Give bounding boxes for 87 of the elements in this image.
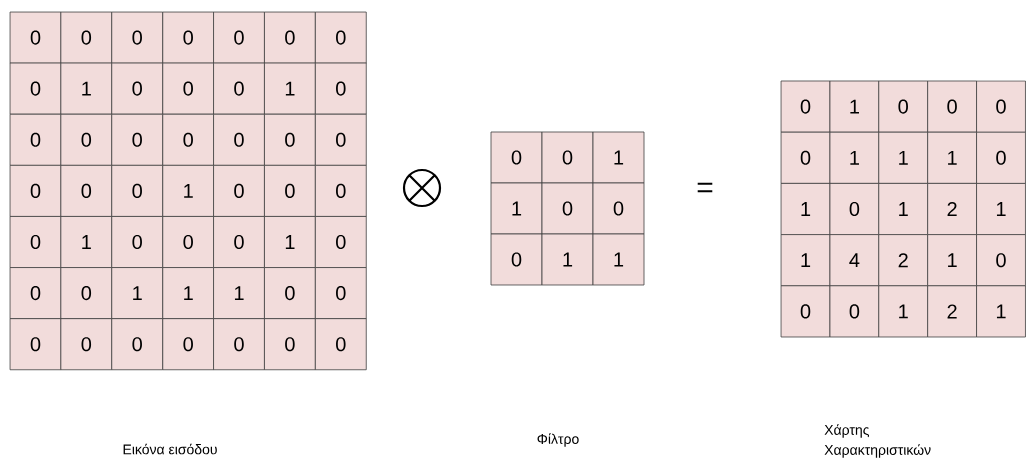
table-cell: 1 xyxy=(60,216,113,268)
table-cell: 2 xyxy=(927,285,977,338)
table-cell: 0 xyxy=(976,131,1026,184)
table-cell: 0 xyxy=(490,233,543,286)
table-cell: 1 xyxy=(213,267,265,320)
table-cell: 0 xyxy=(780,80,831,133)
table-cell: 0 xyxy=(162,113,215,166)
table-cell: 1 xyxy=(592,131,645,184)
table-cell: 4 xyxy=(829,234,880,287)
table-cell: 1 xyxy=(162,164,215,217)
caption: Χάρτης Χαρακτηριστικών xyxy=(824,424,931,458)
table-cell: 0 xyxy=(111,11,164,64)
table-cell: 0 xyxy=(314,318,367,371)
table-cell: 0 xyxy=(780,131,831,184)
table-cell: 0 xyxy=(60,267,113,320)
caption: Φίλτρο xyxy=(537,433,579,447)
table-cell: 0 xyxy=(213,113,265,166)
equals-sign: = xyxy=(697,182,713,193)
table-cell: 0 xyxy=(111,164,164,217)
table-cell: 0 xyxy=(314,164,367,217)
table-cell: 0 xyxy=(9,164,62,217)
table-cell: 0 xyxy=(111,216,164,268)
table-cell: 0 xyxy=(162,216,215,268)
table-cell: 1 xyxy=(162,267,215,320)
table-cell: 0 xyxy=(162,318,215,371)
table-cell: 0 xyxy=(9,11,62,64)
table-cell: 0 xyxy=(976,234,1026,287)
table-cell: 1 xyxy=(976,285,1026,338)
table-cell: 0 xyxy=(60,11,113,64)
table-cell: 0 xyxy=(878,80,929,133)
table-cell: 0 xyxy=(541,182,594,235)
table-cell: 0 xyxy=(111,318,164,371)
table-cell: 0 xyxy=(314,113,367,166)
table-cell: 1 xyxy=(264,216,316,268)
table-cell: 0 xyxy=(829,285,880,338)
table-cell: 1 xyxy=(976,183,1026,235)
table-cell: 0 xyxy=(9,216,62,268)
table-cell: 0 xyxy=(162,62,215,115)
table-cell: 1 xyxy=(541,233,594,286)
table-cell: 0 xyxy=(314,267,367,320)
table-cell: 0 xyxy=(213,62,265,115)
table-cell: 2 xyxy=(927,183,977,235)
table-cell: 0 xyxy=(213,216,265,268)
table-cell: 0 xyxy=(213,11,265,64)
caption: Εικόνα εισόδου xyxy=(123,443,217,455)
table-cell: 0 xyxy=(213,318,265,371)
table-cell: 0 xyxy=(111,62,164,115)
table-cell: 1 xyxy=(927,131,977,184)
table-cell: 1 xyxy=(829,131,880,184)
table-cell: 0 xyxy=(60,164,113,217)
table-cell: 0 xyxy=(264,267,316,320)
table-cell: 1 xyxy=(878,183,929,235)
table-cell: 0 xyxy=(60,318,113,371)
table-cell: 0 xyxy=(314,216,367,268)
table-cell: 1 xyxy=(878,131,929,184)
table-cell: 0 xyxy=(9,62,62,115)
table-cell: 0 xyxy=(541,131,594,184)
table-cell: 1 xyxy=(592,233,645,286)
table-cell: 0 xyxy=(9,113,62,166)
table-cell: 0 xyxy=(111,113,164,166)
table-cell: 1 xyxy=(829,80,880,133)
table-cell: 0 xyxy=(314,62,367,115)
table-cell: 0 xyxy=(592,182,645,235)
table-cell: 0 xyxy=(264,164,316,217)
table-cell: 2 xyxy=(878,234,929,287)
table-cell: 0 xyxy=(264,318,316,371)
table-cell: 1 xyxy=(780,183,831,235)
table-cell: 0 xyxy=(829,183,880,235)
table-cell: 1 xyxy=(878,285,929,338)
table-cell: 0 xyxy=(927,80,977,133)
table-cell: 0 xyxy=(976,80,1026,133)
table-cell: 1 xyxy=(60,62,113,115)
table-cell: 0 xyxy=(213,164,265,217)
table-cell: 1 xyxy=(111,267,164,320)
table-cell: 1 xyxy=(927,234,977,287)
table-cell: 1 xyxy=(490,182,543,235)
table-cell: 0 xyxy=(9,318,62,371)
table-cell: 1 xyxy=(264,62,316,115)
table-cell: 0 xyxy=(162,11,215,64)
table-cell: 1 xyxy=(780,234,831,287)
table-cell: 0 xyxy=(60,113,113,166)
table-cell: 0 xyxy=(314,11,367,64)
table-cell: 0 xyxy=(780,285,831,338)
table-cell: 0 xyxy=(9,267,62,320)
table-cell: 0 xyxy=(264,11,316,64)
table-cell: 0 xyxy=(490,131,543,184)
table-cell: 0 xyxy=(264,113,316,166)
